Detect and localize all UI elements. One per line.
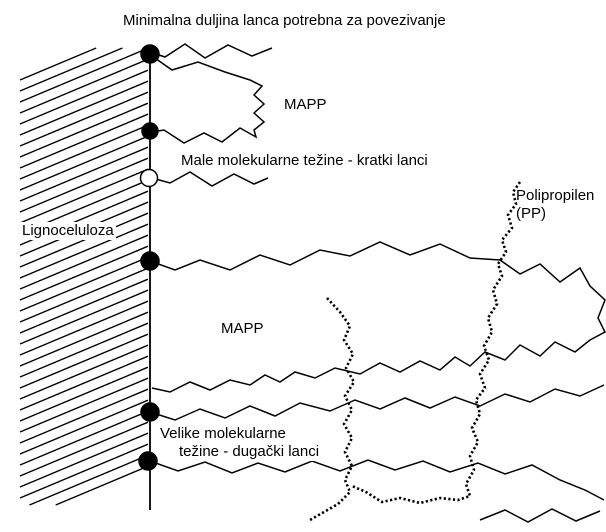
hatch-line bbox=[19, 256, 149, 312]
hatch-line bbox=[19, 80, 149, 136]
hatch-line bbox=[19, 421, 149, 477]
long-chain-tail bbox=[479, 508, 601, 523]
hatch-line bbox=[19, 410, 149, 466]
hatch-line bbox=[19, 47, 97, 81]
pp-chain-2 bbox=[309, 297, 356, 522]
polypropylene-chains bbox=[309, 181, 522, 522]
mapp-short-chain-upper bbox=[149, 43, 273, 187]
hatch-line bbox=[19, 333, 149, 389]
mapp-long-chains bbox=[149, 241, 606, 523]
hatch-line bbox=[19, 47, 123, 92]
anchor-open bbox=[139, 168, 159, 188]
hatch-line bbox=[19, 113, 149, 169]
hatch-line bbox=[19, 289, 149, 345]
hatch-line bbox=[19, 245, 149, 301]
hatch-line bbox=[55, 465, 149, 506]
hatch-line bbox=[19, 212, 149, 268]
anchor-filled-4 bbox=[140, 402, 160, 422]
long-chains-label-line1: Velike molekularne bbox=[160, 425, 286, 443]
minimal-length-chain bbox=[149, 43, 273, 59]
long-chain-2 bbox=[149, 384, 605, 421]
long-chain-1 bbox=[149, 241, 606, 393]
hatch-line bbox=[19, 157, 149, 213]
hatch-line bbox=[19, 432, 149, 488]
hatch-line bbox=[19, 168, 149, 224]
hatch-line bbox=[19, 300, 149, 356]
hatch-line bbox=[19, 366, 149, 422]
mapp-lower-label: MAPP bbox=[221, 320, 264, 337]
hatch-line bbox=[29, 454, 149, 506]
short-chains-label: Male molekularne težine - kratki lanci bbox=[181, 152, 428, 169]
hatch-line bbox=[19, 47, 149, 103]
hatch-line bbox=[19, 443, 149, 499]
hatch-line bbox=[19, 58, 149, 114]
polypropylene-label-line2: (PP) bbox=[516, 205, 546, 222]
hatch-line bbox=[19, 146, 149, 202]
lignocellulose-hatching bbox=[19, 47, 149, 506]
hatch-line bbox=[19, 91, 149, 147]
hatch-line bbox=[19, 278, 149, 334]
hatch-line bbox=[19, 322, 149, 378]
anchor-filled-1 bbox=[140, 44, 160, 64]
hatch-line bbox=[19, 399, 149, 455]
hatch-line bbox=[19, 344, 149, 400]
hatch-line bbox=[19, 102, 149, 158]
hatch-line bbox=[19, 124, 149, 180]
polypropylene-label-line1: Polipropilen bbox=[516, 187, 595, 204]
title-label: Minimalna duljina lanca potrebna za pove… bbox=[123, 12, 446, 29]
mapp-loop-chain bbox=[151, 55, 266, 144]
anchor-filled-3 bbox=[140, 251, 160, 271]
hatch-line bbox=[19, 135, 149, 191]
hatch-line bbox=[19, 377, 149, 433]
pp-chain-1 bbox=[351, 181, 522, 505]
long-chains-label-line2: težine - dugački lanci bbox=[179, 443, 320, 461]
hatch-line bbox=[19, 311, 149, 367]
lignocellulose-label: Lignoceluloza bbox=[20, 222, 116, 240]
long-chain-3 bbox=[149, 459, 605, 501]
anchor-filled-5 bbox=[138, 451, 158, 471]
hatch-line bbox=[19, 223, 149, 279]
short-chain bbox=[151, 171, 269, 187]
anchor-filled-2 bbox=[141, 122, 159, 140]
hatch-line bbox=[19, 355, 149, 411]
hatch-line bbox=[19, 267, 149, 323]
anchor-points bbox=[138, 44, 160, 471]
mapp-upper-label: MAPP bbox=[284, 96, 327, 113]
hatch-line bbox=[19, 234, 149, 290]
hatch-line bbox=[19, 388, 149, 444]
hatch-line bbox=[19, 69, 149, 125]
